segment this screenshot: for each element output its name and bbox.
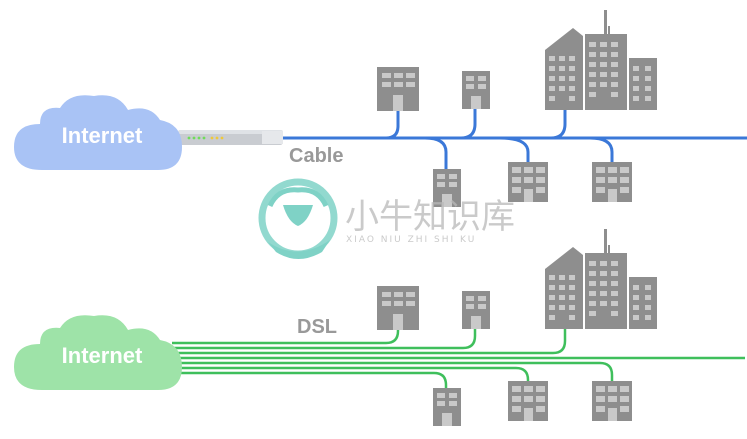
cable-branch — [460, 107, 477, 140]
building — [462, 71, 490, 109]
cable-branch — [385, 110, 400, 140]
dsl-line — [172, 329, 567, 355]
dsl-line — [172, 328, 477, 350]
building — [592, 162, 632, 202]
dsl-line — [172, 366, 530, 381]
building — [592, 381, 632, 421]
cable-cloud — [14, 95, 182, 170]
building-cluster — [545, 229, 657, 329]
dsl-line — [172, 371, 448, 389]
cable-branch — [424, 136, 448, 170]
cable-cloud-label: Internet — [62, 123, 143, 148]
dsl-line — [172, 361, 614, 381]
building-cluster — [545, 10, 657, 110]
dsl-network: Internet DSL — [14, 229, 745, 426]
cable-branch — [499, 136, 530, 163]
building — [377, 286, 419, 330]
watermark: 小牛知识库 XIAO NIU ZHI SHI KU — [258, 178, 515, 259]
dsl-cloud — [14, 315, 182, 390]
building — [377, 67, 419, 111]
dsl-connection-label: DSL — [297, 316, 337, 338]
cable-connection-label: Cable — [289, 145, 343, 167]
building — [433, 388, 461, 426]
watermark-pinyin-text: XIAO NIU ZHI SHI KU — [346, 235, 476, 245]
cable-branch — [589, 136, 614, 163]
watermark-chinese-text: 小牛知识库 — [345, 197, 515, 237]
building — [508, 162, 548, 202]
building — [508, 381, 548, 421]
dsl-line — [172, 330, 400, 345]
dsl-cloud-label: Internet — [62, 343, 143, 368]
cable-network: Internet Cable — [14, 10, 747, 207]
building — [462, 291, 490, 329]
cable-modem — [178, 130, 283, 145]
watermark-logo-icon — [258, 178, 338, 259]
cable-branch — [550, 108, 567, 140]
